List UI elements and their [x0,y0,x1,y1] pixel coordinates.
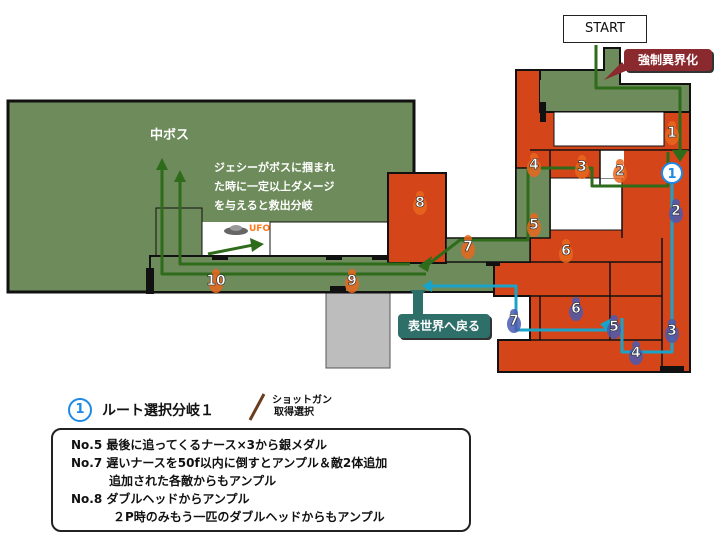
blue-marker-1: 2 [669,199,683,223]
return-tag: 表世界へ戻る [398,314,490,338]
note-line-5: ２P時のみもう一匹のダブルヘッドからもアンプル [113,510,385,524]
shotgun-label: ショットガン 取得選択 [272,395,332,419]
room-8 [387,172,447,264]
orange-marker-8: 8 [413,191,427,215]
boss-note: ジェシーがボスに掴まれ た時に一定以上ダメージ を与えると救出分岐 [214,158,364,215]
marker-number: 7 [463,239,473,255]
route-branch-circle [661,162,683,184]
marker-number: 6 [561,243,571,259]
note-line-3: 追加された各敵からもアンプル [109,474,277,488]
blue-marker-3: 4 [629,341,643,365]
orange-marker-1: 1 [665,121,679,145]
force-pointer [604,62,628,80]
boss-note-line: た時に一定以上ダメージ [214,180,335,193]
shotgun-label-line: 取得選択 [274,407,314,418]
marker-number: 5 [609,319,619,335]
gray-room [325,281,391,369]
blue-marker-6: 7 [507,309,521,333]
start-label: START [563,15,647,43]
orange-marker-4: 4 [527,153,541,177]
marker-number: 2 [671,203,681,219]
notes-box: No.5 最後に追ってくるナース×3から銀メダル No.7 遅いナースを50f以… [51,428,471,532]
legend-route-label: ルート選択分岐１ [102,403,214,419]
marker-number: 3 [577,159,587,175]
marker-number: 8 [415,195,425,211]
boss-label: 中ボス [150,128,190,143]
orange-marker-2: 2 [613,159,627,183]
blue-marker-2: 3 [665,319,679,343]
blue-marker-5: 6 [569,297,583,321]
marker-number: 4 [529,157,539,173]
note-line-4: No.8 ダブルヘッドからアンプル [71,492,250,506]
boss-note-line: を与えると救出分岐 [214,199,313,212]
orange-marker-6: 6 [559,239,573,263]
marker-number: 3 [667,323,677,339]
marker-number: 9 [347,273,357,289]
boss-note-line: ジェシーがボスに掴まれ [214,161,335,174]
marker-number: 1 [667,125,677,141]
orange-marker-9: 9 [345,269,359,293]
orange-marker-7: 7 [461,235,475,259]
white-room-mid [269,221,389,259]
room-white-1 [553,111,665,147]
ufo-label: UFO [249,224,271,234]
orange-marker-3: 3 [575,155,589,179]
marker-number: 6 [571,301,581,317]
note-line-1: No.5 最後に追ってくるナース×3から銀メダル [71,438,327,452]
marker-number: 4 [631,345,641,361]
shotgun-label-line: ショットガン [272,395,332,406]
shotgun-icon [248,393,266,421]
route-branch-number: 1 [667,167,676,182]
orange-markers: 1 2 3 4 5 6 7 8 9 10 [206,121,679,293]
force-tag: 強制異界化 [624,49,712,71]
legend-circle-icon: 1 [68,398,92,422]
orange-marker-10: 10 [206,269,226,293]
marker-number: 7 [509,313,519,329]
blue-marker-4: 5 [607,315,621,339]
marker-number: 5 [529,217,539,233]
note-line-2: No.7 遅いナースを50f以内に倒すとアンプル＆敵2体追加 [71,456,388,470]
marker-number: 10 [206,273,226,289]
marker-number: 2 [615,163,625,179]
orange-marker-5: 5 [527,213,541,237]
